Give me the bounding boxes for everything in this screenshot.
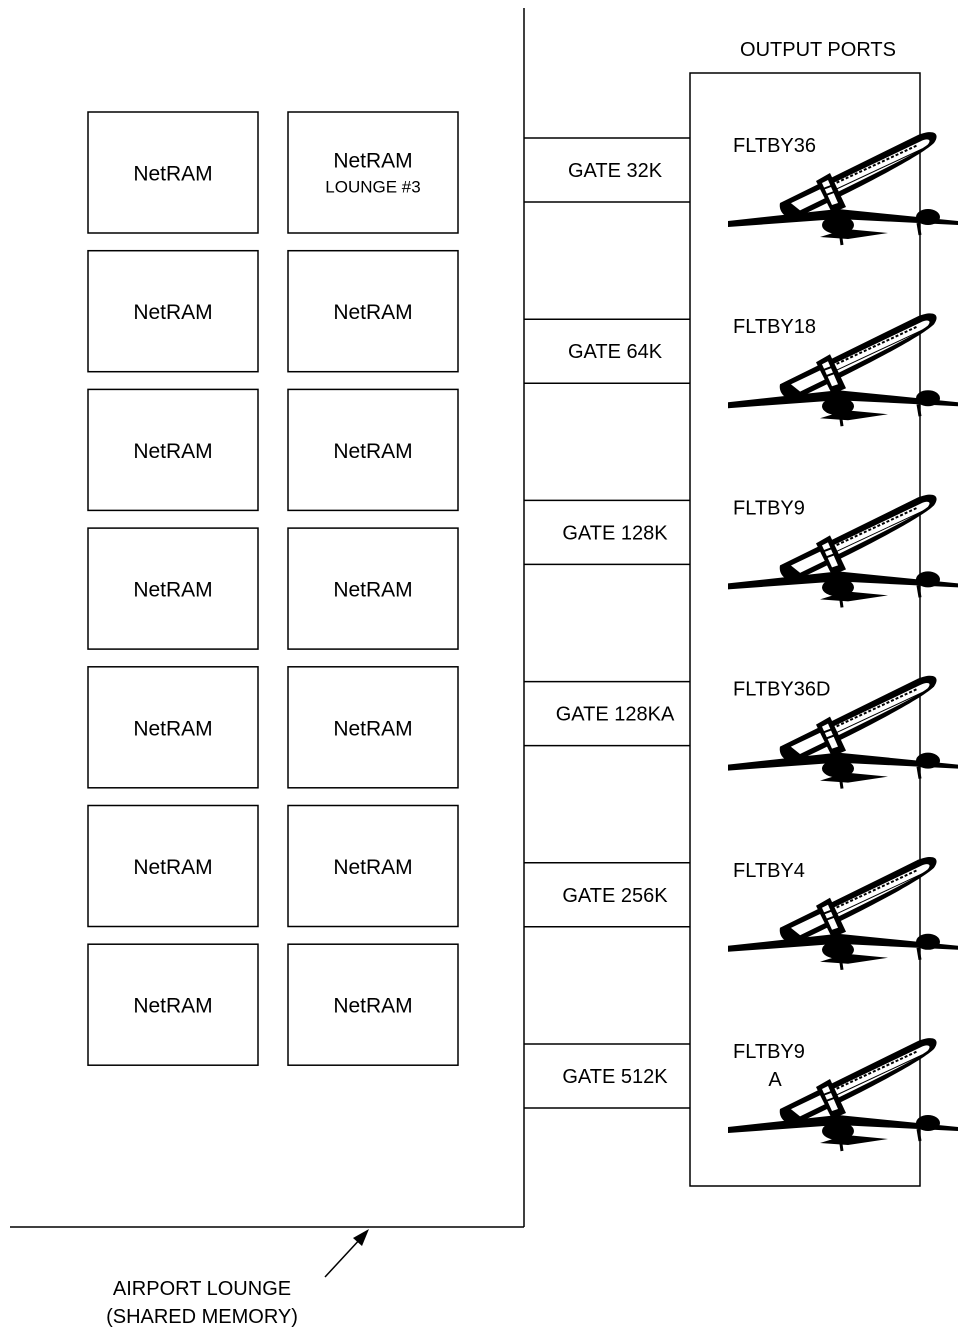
netram-label: NetRAM <box>133 995 212 1018</box>
gate-row: GATE 32K FLTBY36 <box>524 130 960 247</box>
netram-cell-box <box>87 111 259 234</box>
gate-label: GATE 128KA <box>556 704 675 726</box>
netram-label: NetRAM <box>133 579 212 602</box>
netram-cell: NetRAM <box>287 527 459 650</box>
netram-cell: NetRAM <box>87 111 259 234</box>
netram-label: NetRAM <box>333 717 412 740</box>
flight-label: FLTBY18 <box>733 316 816 338</box>
flight-label: FLTBY9 <box>733 497 805 519</box>
netram-cell-box <box>87 388 259 512</box>
gate-label: GATE 32K <box>568 160 663 182</box>
netram-label: NetRAM <box>133 163 212 186</box>
netram-cell-box <box>87 249 259 373</box>
lounge-label-line1: AIRPORT LOUNGE <box>113 1278 291 1300</box>
netram-cell: NetRAM <box>287 388 459 512</box>
output-ports-box <box>689 72 921 1187</box>
netram-cell: NetRAM <box>287 943 459 1066</box>
netram-cell: NetRAM <box>87 666 259 789</box>
netram-label: NetRAM <box>333 150 412 173</box>
netram-cell-box <box>287 943 459 1066</box>
netram-label: NetRAM <box>133 440 212 463</box>
netram-label: NetRAM <box>333 301 412 324</box>
netram-cell: NetRAM <box>287 804 459 928</box>
netram-cell-box <box>87 804 259 928</box>
shared-memory-boundary <box>10 8 525 1228</box>
netram-cell-box <box>287 666 459 789</box>
gate-label: GATE 256K <box>562 885 668 907</box>
gate-label: GATE 512K <box>562 1066 668 1088</box>
netram-cell-box <box>287 388 459 512</box>
netram-cell-box <box>287 527 459 650</box>
netram-label: NetRAM <box>333 579 412 602</box>
netram-cell-box <box>87 527 259 650</box>
netram-cell: NetRAM <box>87 527 259 650</box>
netram-label: NetRAM <box>333 856 412 879</box>
netram-cell-box <box>287 249 459 373</box>
gate-row: GATE 64K FLTBY18 <box>524 311 960 428</box>
flight-label: A <box>768 1069 782 1091</box>
netram-cell-box <box>87 666 259 789</box>
netram-cell-box <box>87 943 259 1066</box>
netram-cell: NetRAM LOUNGE #3 <box>287 111 459 234</box>
gate-row: GATE 128KA FLTBY36D <box>524 674 960 791</box>
flight-label: FLTBY9 <box>733 1041 805 1063</box>
netram-cell-box <box>287 111 459 234</box>
netram-label: NetRAM <box>133 301 212 324</box>
lounge-label-line2: (SHARED MEMORY) <box>106 1306 298 1328</box>
flight-label: FLTBY36D <box>733 679 830 701</box>
netram-label: NetRAM <box>133 856 212 879</box>
netram-cell-box <box>287 804 459 928</box>
gate-row: GATE 256K FLTBY4 <box>524 855 960 972</box>
netram-cell: NetRAM <box>87 388 259 512</box>
netram-cell: NetRAM <box>87 249 259 373</box>
netram-cell: NetRAM <box>287 666 459 789</box>
netram-cell: NetRAM <box>287 249 459 373</box>
flight-label: FLTBY36 <box>733 135 816 157</box>
lounge-pointer-arrow <box>324 1229 369 1278</box>
netram-cell: NetRAM <box>87 804 259 928</box>
netram-sublabel: LOUNGE #3 <box>325 178 420 197</box>
output-ports-label: OUTPUT PORTS <box>740 39 896 61</box>
flight-label: FLTBY4 <box>733 860 805 882</box>
netram-label: NetRAM <box>333 440 412 463</box>
gate-label: GATE 64K <box>568 341 663 363</box>
netram-cell: NetRAM <box>87 943 259 1066</box>
netram-label: NetRAM <box>333 995 412 1018</box>
gate-label: GATE 128K <box>562 522 668 544</box>
netram-label: NetRAM <box>133 717 212 740</box>
gate-row: GATE 128K FLTBY9 <box>524 493 960 609</box>
